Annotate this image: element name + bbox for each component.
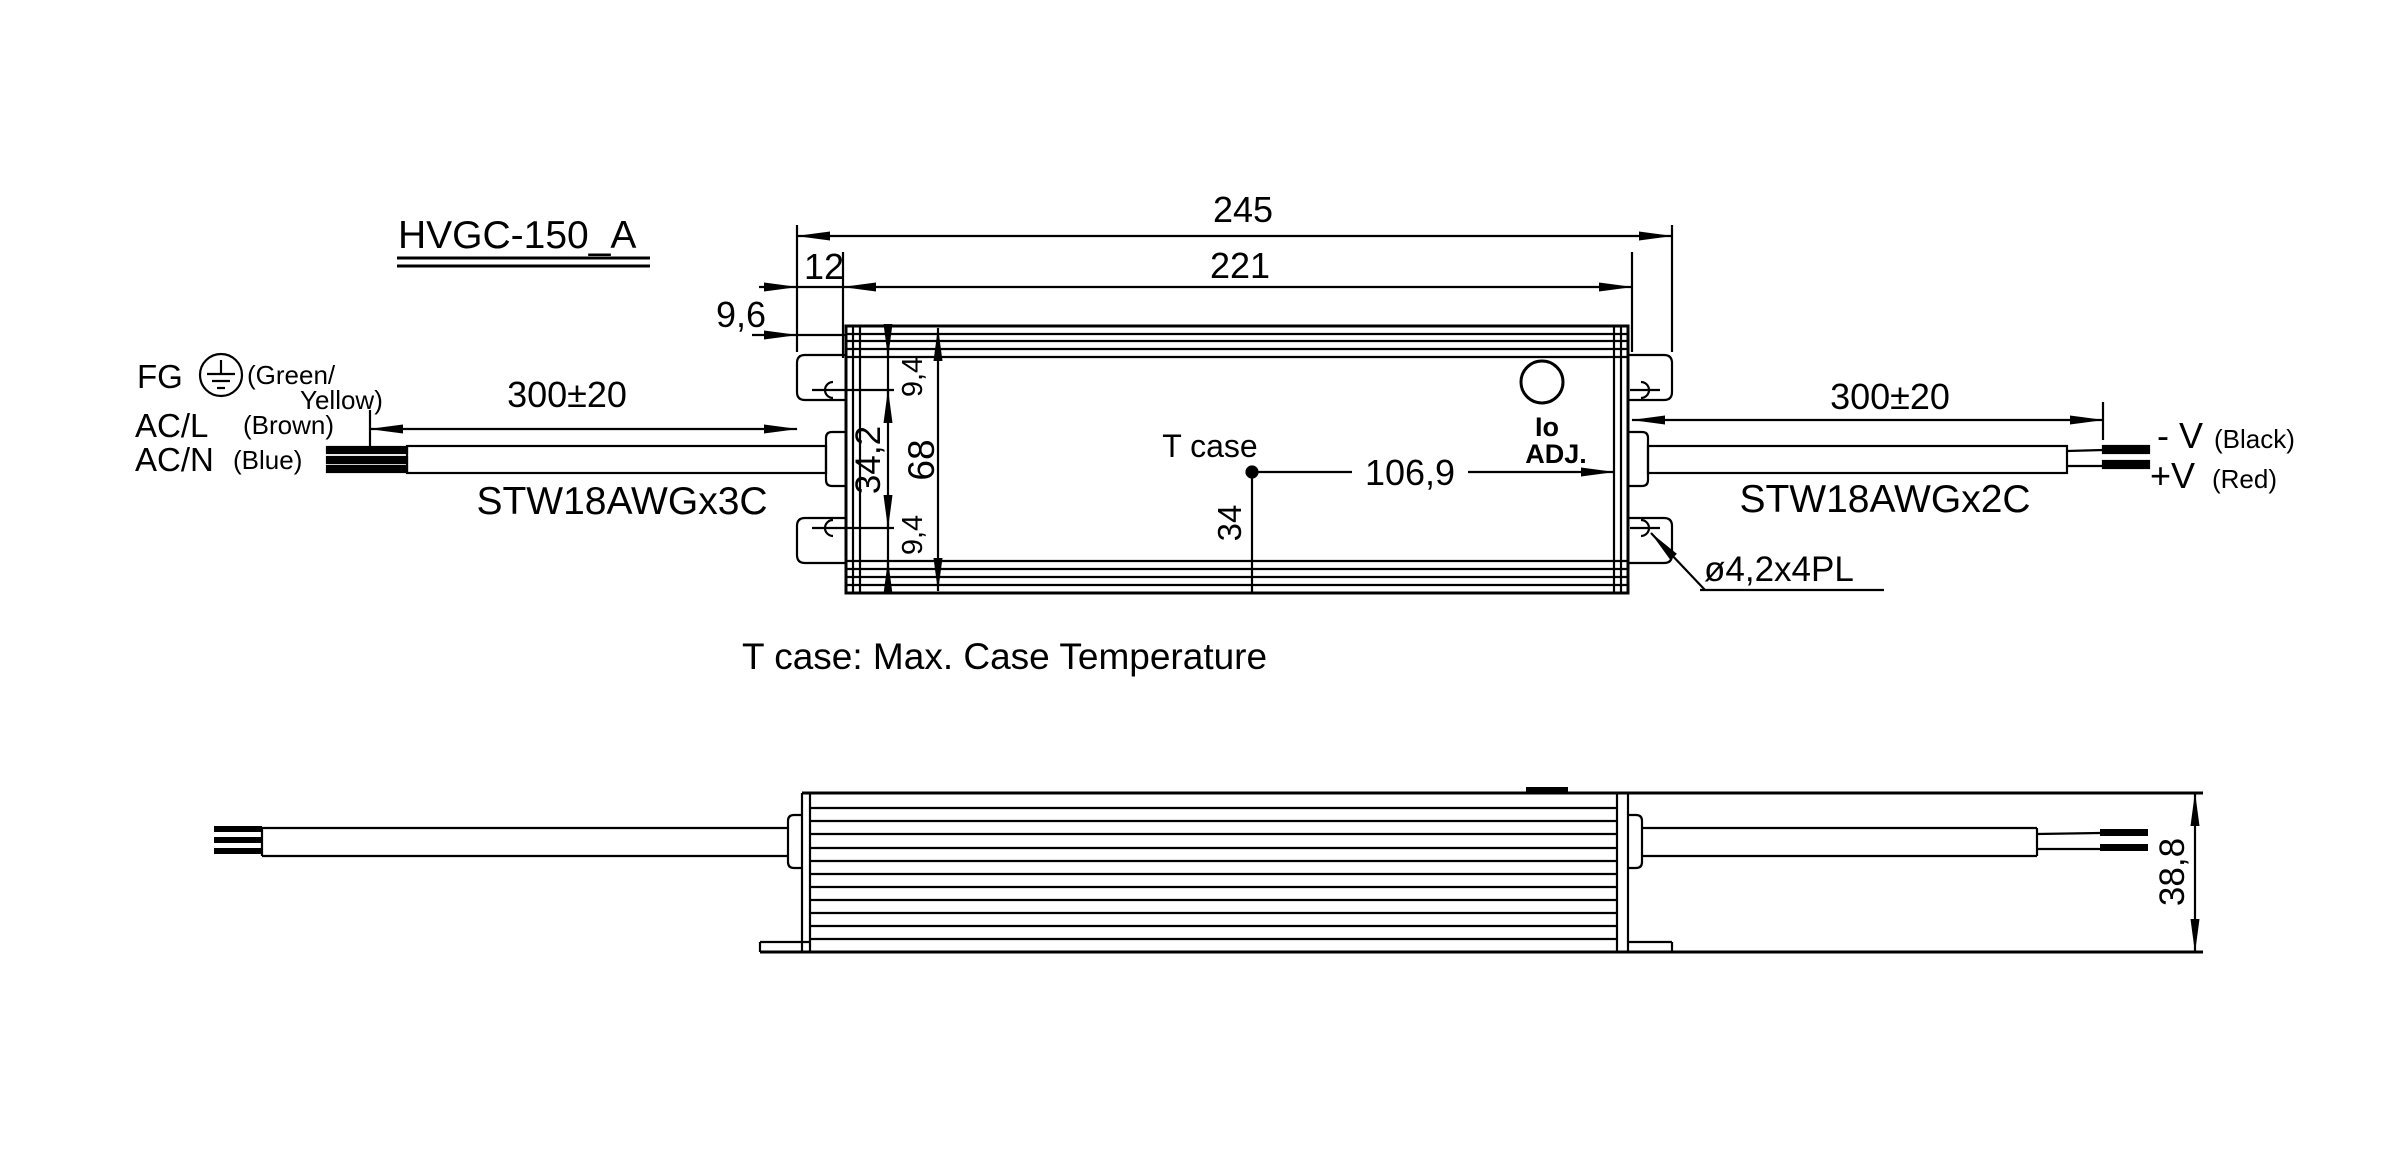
dim-tcase-y: 34 [1211, 505, 1248, 542]
io-adj-label-1: Io [1535, 412, 1559, 442]
dim-slot-distance: 221 [1210, 245, 1270, 286]
input-cable-length: 300±20 [507, 374, 627, 415]
model-title: HVGC-150_A [398, 214, 636, 257]
dim-slot-top: 9,4 [897, 357, 929, 397]
output-cable-length: 300±20 [1830, 376, 1950, 417]
neg-wire-color: (Black) [2214, 424, 2295, 454]
ac-line-label: AC/L [135, 407, 208, 444]
pos-output-label: +V [2150, 455, 2195, 496]
dim-bracket-depth: 9,6 [716, 294, 766, 335]
side-input-cable [214, 826, 788, 858]
ac-line-wire-color: (Brown) [243, 410, 334, 440]
heatsink-fins [810, 806, 1617, 941]
fg-wire-color-2: Yellow) [300, 385, 383, 415]
side-output-gland [1628, 813, 1644, 870]
fg-label: FG [137, 358, 183, 395]
tcase-point [1245, 465, 1615, 592]
side-output-cable [1642, 826, 2148, 858]
ac-neutral-label: AC/N [135, 441, 214, 478]
dim-total-length: 245 [1213, 189, 1273, 230]
mounting-hole-spec: ø4,2x4PL [1704, 550, 1854, 589]
side-input-gland [786, 813, 802, 870]
top-view: 245 221 12 9,6 9,4 34,2 9,4 68 T case 10… [135, 189, 2295, 595]
input-cable [325, 444, 828, 475]
dim-tcase-x: 106,9 [1365, 452, 1455, 493]
io-adj-label-2: ADJ. [1525, 439, 1587, 469]
io-adj-hole [1519, 359, 1565, 405]
tcase-note: T case: Max. Case Temperature [742, 636, 1267, 677]
neg-output-label: - V [2157, 415, 2203, 456]
left-mounting-slots [795, 353, 894, 565]
side-view: 38,8 [214, 787, 2203, 954]
output-cable [1646, 444, 2151, 475]
dim-bracket-offset: 12 [804, 246, 844, 287]
mounting-hole-callout [1650, 532, 1884, 592]
input-cable-gland [824, 430, 846, 488]
input-cable-dim [368, 410, 798, 448]
tcase-label: T case [1162, 428, 1257, 464]
output-cable-spec: STW18AWGx2C [1739, 478, 2030, 521]
output-cable-gland [1628, 430, 1650, 488]
fg-wire-color: (Green/ [247, 360, 336, 390]
right-mounting-slots [1628, 353, 1674, 565]
ac-neutral-wire-color: (Blue) [233, 445, 302, 475]
dim-slot-bottom: 9,4 [897, 515, 929, 555]
ground-symbol-icon [198, 352, 244, 398]
side-case-outline [758, 787, 2203, 954]
pos-wire-color: (Red) [2212, 464, 2277, 494]
input-cable-spec: STW18AWGx3C [476, 480, 767, 523]
dim-side-height: 38,8 [2153, 838, 2192, 906]
dim-lines-vertical [883, 324, 943, 594]
case-outline [844, 324, 1630, 595]
dim-lines-top [752, 225, 1674, 358]
output-cable-dim [1631, 402, 2105, 440]
dim-case-height: 68 [901, 439, 942, 480]
dim-slot-span: 34,2 [849, 426, 888, 494]
drawing-title-block: HVGC-150_A [397, 214, 650, 268]
